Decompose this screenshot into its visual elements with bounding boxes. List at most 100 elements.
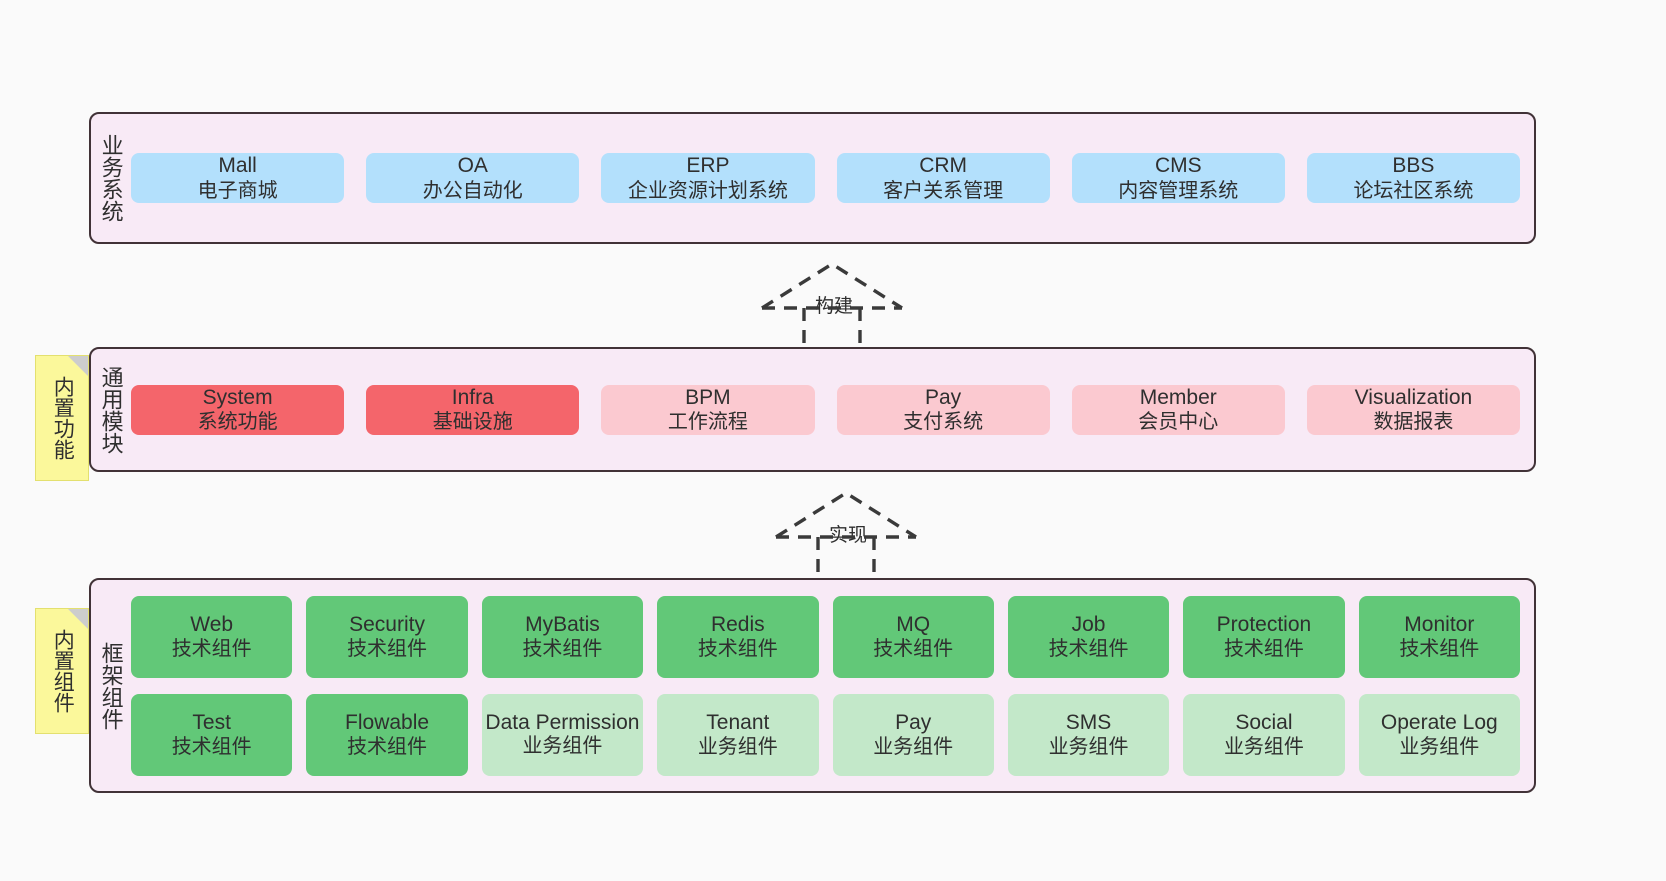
card-title-en: BBS (1392, 154, 1435, 177)
card-row: Mall 电子商城 OA 办公自动化 ERP 企业资源计划系统 CRM 客户关系… (131, 153, 1521, 203)
note-label: 内置功能 (51, 376, 75, 460)
card-cms[interactable]: CMS 内容管理系统 (1071, 153, 1285, 203)
card-title-en: SMS (1065, 710, 1112, 734)
connector-implement-arrow (766, 485, 926, 581)
card-title-en: Member (1139, 385, 1217, 409)
card-job[interactable]: Job 技术组件 (1007, 595, 1170, 678)
card-title-cn: 技术组件 (171, 736, 252, 759)
note-builtin-function: 内置功能 (35, 355, 89, 481)
layer-framework-component: 框架组件 Web 技术组件 Security 技术组件 MyBatis 技术组件… (89, 578, 1536, 793)
card-erp[interactable]: ERP 企业资源计划系统 (601, 153, 815, 203)
card-row-tech: Web 技术组件 Security 技术组件 MyBatis 技术组件 Redi… (131, 595, 1520, 678)
card-title-en: Redis (710, 612, 765, 636)
card-infra[interactable]: Infra 基础设施 (366, 384, 580, 435)
layer-body-business-system: Mall 电子商城 OA 办公自动化 ERP 企业资源计划系统 CRM 客户关系… (131, 114, 1534, 242)
card-mall[interactable]: Mall 电子商城 (131, 153, 345, 203)
arrowhead-hollow-up (775, 490, 917, 539)
card-test[interactable]: Test 技术组件 (131, 693, 293, 776)
card-oa[interactable]: OA 办公自动化 (366, 153, 580, 203)
card-system[interactable]: System 系统功能 (131, 384, 345, 435)
card-tenant[interactable]: Tenant 业务组件 (657, 693, 819, 776)
card-title-en: System (202, 385, 273, 409)
card-title-en: Infra (451, 385, 494, 409)
card-title-cn: 办公自动化 (422, 179, 523, 202)
card-title-en: Operate Log (1380, 710, 1498, 734)
card-title-cn: 技术组件 (171, 638, 252, 661)
card-member[interactable]: Member 会员中心 (1071, 384, 1285, 435)
card-social[interactable]: Social 业务组件 (1183, 693, 1345, 776)
arrow-shaft (762, 306, 902, 350)
layer-title-business-system: 业务系统 (98, 134, 124, 222)
card-title-en: Tenant (706, 710, 770, 734)
card-data-permission[interactable]: Data Permission 业务组件 (481, 693, 644, 776)
arrow-shaft (776, 535, 916, 579)
card-title-cn: 技术组件 (1399, 638, 1480, 661)
card-title-en: ERP (686, 154, 730, 177)
card-title-cn: 企业资源计划系统 (627, 179, 788, 202)
card-title-en: Pay (895, 710, 932, 734)
card-pay-business[interactable]: Pay 业务组件 (832, 693, 994, 776)
layer-body-common-module: System 系统功能 Infra 基础设施 BPM 工作流程 Pay 支付系统… (131, 349, 1534, 470)
card-monitor[interactable]: Monitor 技术组件 (1358, 595, 1520, 678)
card-title-en: Mall (218, 154, 257, 177)
card-title-en: CMS (1154, 154, 1202, 177)
card-title-cn: 技术组件 (522, 638, 603, 661)
card-visualization[interactable]: Visualization 数据报表 (1306, 384, 1521, 435)
card-bpm[interactable]: BPM 工作流程 (601, 384, 815, 435)
card-mybatis[interactable]: MyBatis 技术组件 (481, 595, 644, 678)
layer-title-framework-component: 框架组件 (98, 641, 124, 730)
card-title-en: Data Permission (485, 710, 640, 734)
card-title-en: Visualization (1354, 385, 1473, 409)
card-mq[interactable]: MQ 技术组件 (832, 595, 994, 678)
card-title-cn: 技术组件 (1223, 638, 1304, 661)
card-title-cn: 技术组件 (873, 638, 954, 661)
card-title-en: Protection (1216, 612, 1312, 636)
card-title-en: MyBatis (525, 612, 600, 636)
card-title-cn: 业务组件 (697, 736, 778, 759)
card-title-cn: 客户关系管理 (883, 179, 1004, 202)
card-title-en: MQ (896, 612, 931, 636)
card-title-cn: 业务组件 (1048, 736, 1129, 759)
card-flowable[interactable]: Flowable 技术组件 (306, 693, 468, 776)
card-title-en: Security (349, 612, 425, 636)
card-row-business: Test 技术组件 Flowable 技术组件 Data Permission … (131, 693, 1520, 776)
note-fold-corner-icon (68, 356, 88, 376)
card-title-en: Monitor (1404, 612, 1475, 636)
card-pay[interactable]: Pay 支付系统 (836, 384, 1050, 435)
layer-business-system: 业务系统 Mall 电子商城 OA 办公自动化 ERP 企业资源计划系统 CRM… (89, 112, 1536, 244)
card-title-cn: 支付系统 (903, 411, 984, 434)
card-title-cn: 业务组件 (1399, 736, 1480, 759)
card-title-cn: 数据报表 (1373, 411, 1454, 434)
card-title-en: Flowable (345, 710, 430, 734)
card-title-en: Pay (925, 385, 962, 409)
card-title-en: Web (190, 612, 234, 636)
card-security[interactable]: Security 技术组件 (306, 595, 468, 678)
card-bbs[interactable]: BBS 论坛社区系统 (1306, 153, 1521, 203)
card-title-cn: 工作流程 (667, 411, 748, 434)
layer-title-common-module: 通用模块 (98, 365, 124, 454)
card-title-cn: 业务组件 (1223, 736, 1304, 759)
note-fold-corner-icon (68, 609, 88, 629)
card-title-cn: 会员中心 (1138, 411, 1219, 434)
connector-build-arrow (752, 256, 912, 352)
card-redis[interactable]: Redis 技术组件 (657, 595, 819, 678)
card-title-cn: 技术组件 (347, 638, 428, 661)
card-sms[interactable]: SMS 业务组件 (1007, 693, 1170, 776)
card-web[interactable]: Web 技术组件 (131, 595, 293, 678)
card-title-cn: 技术组件 (697, 638, 778, 661)
card-title-cn: 业务组件 (522, 735, 603, 758)
card-title-cn: 论坛社区系统 (1353, 179, 1474, 202)
layer-body-framework-component: Web 技术组件 Security 技术组件 MyBatis 技术组件 Redi… (131, 580, 1534, 791)
note-label: 内置组件 (51, 629, 75, 713)
card-title-cn: 基础设施 (432, 411, 513, 434)
card-title-cn: 业务组件 (873, 736, 954, 759)
connector-implement-svg (775, 490, 917, 579)
card-title-en: Job (1071, 612, 1106, 636)
card-title-en: BPM (685, 385, 731, 409)
layer-common-module: 通用模块 System 系统功能 Infra 基础设施 BPM 工作流程 Pay… (89, 347, 1536, 472)
card-operate-log[interactable]: Operate Log 业务组件 (1358, 693, 1520, 776)
card-title-cn: 系统功能 (197, 411, 278, 434)
card-protection[interactable]: Protection 技术组件 (1183, 595, 1345, 678)
card-row: System 系统功能 Infra 基础设施 BPM 工作流程 Pay 支付系统… (131, 384, 1521, 435)
card-crm[interactable]: CRM 客户关系管理 (836, 153, 1050, 203)
